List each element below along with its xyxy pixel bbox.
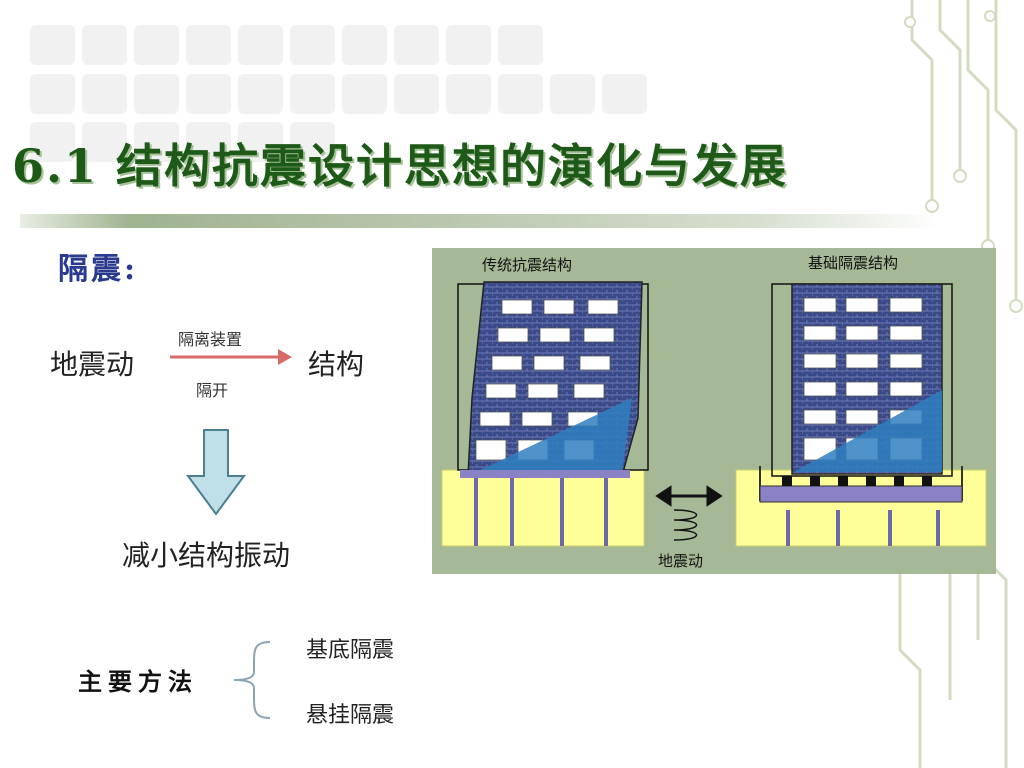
arrow-bottom-label: 隔开 [196, 381, 229, 400]
down-arrow-icon [186, 429, 246, 516]
slide-title: 6.1 结构抗震设计思想的演化与发展 [12, 139, 789, 193]
flow-source-text: 地震动 [50, 348, 135, 381]
flow-target-text: 结构 [308, 348, 365, 381]
method-item-suspension-isolation: 悬挂隔震 [306, 703, 395, 728]
method-item-base-isolation: 基底隔震 [306, 638, 395, 663]
right-arrow-icon [170, 349, 292, 365]
main-methods-label: 主要方法 [78, 667, 198, 696]
section-heading: 隔震: [58, 252, 139, 287]
flow-result-text: 减小结构振动 [122, 539, 291, 572]
diagram-label-base-isolated: 基础隔震结构 [808, 254, 899, 272]
diagram-illustration [432, 248, 996, 574]
diagram-label-traditional: 传统抗震结构 [482, 256, 573, 274]
brace-icon [233, 641, 271, 719]
title-underline-bar [20, 214, 940, 228]
diagram-label-ground-motion: 地震动 [658, 552, 704, 570]
arrow-top-label: 隔离装置 [178, 330, 243, 349]
isolation-comparison-diagram: 传统抗震结构 基础隔震结构 地震动 [432, 248, 996, 574]
